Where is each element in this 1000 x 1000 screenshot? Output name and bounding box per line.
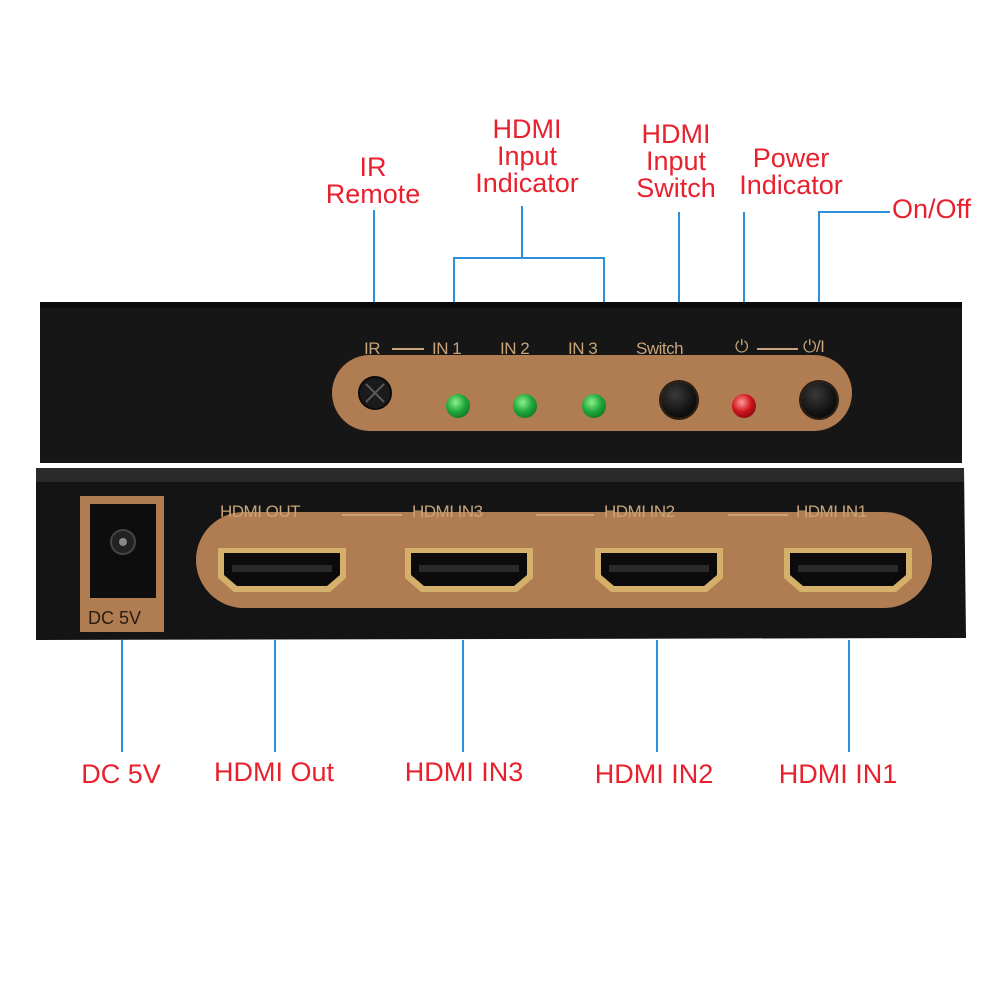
- hdmi-in2-leader-line: [656, 640, 658, 752]
- callout-line: Indicator: [475, 168, 579, 198]
- onoff-leader-vertical: [818, 211, 820, 302]
- front-label-onoff-symbol: ⏻/I: [803, 337, 825, 356]
- input-switch-button[interactable]: [661, 382, 697, 418]
- power-on-off-button[interactable]: [801, 382, 837, 418]
- indicator-leader-bar: [453, 257, 605, 259]
- callout-line: Power: [752, 143, 830, 173]
- onoff-leader-horizontal: [818, 211, 890, 213]
- indicator-leader-stem: [521, 206, 523, 258]
- switch-leader-line: [678, 212, 680, 302]
- rear-label-hdmi-in3: HDMI IN3: [412, 502, 483, 521]
- hdmi-out-port: [218, 548, 346, 592]
- front-label-power-symbol: ⏻: [735, 337, 748, 356]
- power-leader-line: [743, 212, 745, 302]
- rear-label-dc: DC 5V: [88, 608, 142, 628]
- led-in2-indicator: [513, 394, 537, 418]
- hdmi-in3-port: [405, 548, 533, 592]
- ir-remote-callout: IR Remote: [312, 154, 434, 208]
- hdmi-in2-callout: HDMI IN2: [594, 759, 714, 789]
- power-indicator-callout: Power Indicator: [730, 145, 852, 199]
- rear-unit-top-edge: [36, 468, 964, 482]
- led-in3-indicator: [582, 394, 606, 418]
- indicator-leader-left: [453, 257, 455, 302]
- front-label-in3: IN 3: [568, 339, 598, 358]
- indicator-leader-right: [603, 257, 605, 302]
- callout-line: Remote: [325, 179, 421, 209]
- front-label-in2: IN 2: [500, 339, 530, 358]
- led-power-indicator: [732, 394, 756, 418]
- hdmi-input-switch-callout: HDMI Input Switch: [622, 121, 730, 202]
- callout-line: HDMI: [641, 119, 711, 149]
- hdmi-input-indicator-callout: HDMI Input Indicator: [462, 116, 592, 197]
- rear-label-hdmi-in2: HDMI IN2: [604, 502, 675, 521]
- ir-receiver-cross: [365, 383, 385, 403]
- front-label-switch: Switch: [636, 339, 684, 358]
- callout-line: Indicator: [739, 170, 843, 200]
- front-panel-plate: [332, 355, 852, 431]
- hdmi-out-callout: HDMI Out: [213, 757, 334, 787]
- front-label-ir: IR: [364, 339, 381, 358]
- ir-leader-line: [373, 210, 375, 302]
- front-unit-edge: [40, 302, 962, 308]
- hdmi-in1-callout: HDMI IN1: [778, 759, 898, 789]
- hdmi-in1-port: [784, 548, 912, 592]
- hdmi-in1-leader-line: [848, 640, 850, 752]
- callout-line: Input: [645, 146, 707, 176]
- rear-panel-plate: [196, 512, 932, 608]
- callout-line: Input: [496, 141, 558, 171]
- rear-label-hdmi-out: HDMI OUT: [220, 502, 301, 521]
- dc-leader-line: [121, 640, 123, 752]
- led-in1-indicator: [446, 394, 470, 418]
- dc-jack-pin: [119, 538, 127, 546]
- hdmi-in2-port: [595, 548, 723, 592]
- front-label-in1: IN 1: [432, 339, 462, 358]
- callout-line: IR: [359, 152, 387, 182]
- callout-line: Switch: [636, 173, 716, 203]
- hdmi-out-leader-line: [274, 640, 276, 752]
- on-off-callout: On/Off: [892, 194, 972, 224]
- rear-label-hdmi-in1: HDMI IN1: [796, 502, 867, 521]
- callout-line: HDMI: [492, 114, 562, 144]
- hdmi-in3-callout: HDMI IN3: [404, 757, 524, 787]
- dc-5v-callout: DC 5V: [81, 759, 161, 789]
- hdmi-in3-leader-line: [462, 640, 464, 752]
